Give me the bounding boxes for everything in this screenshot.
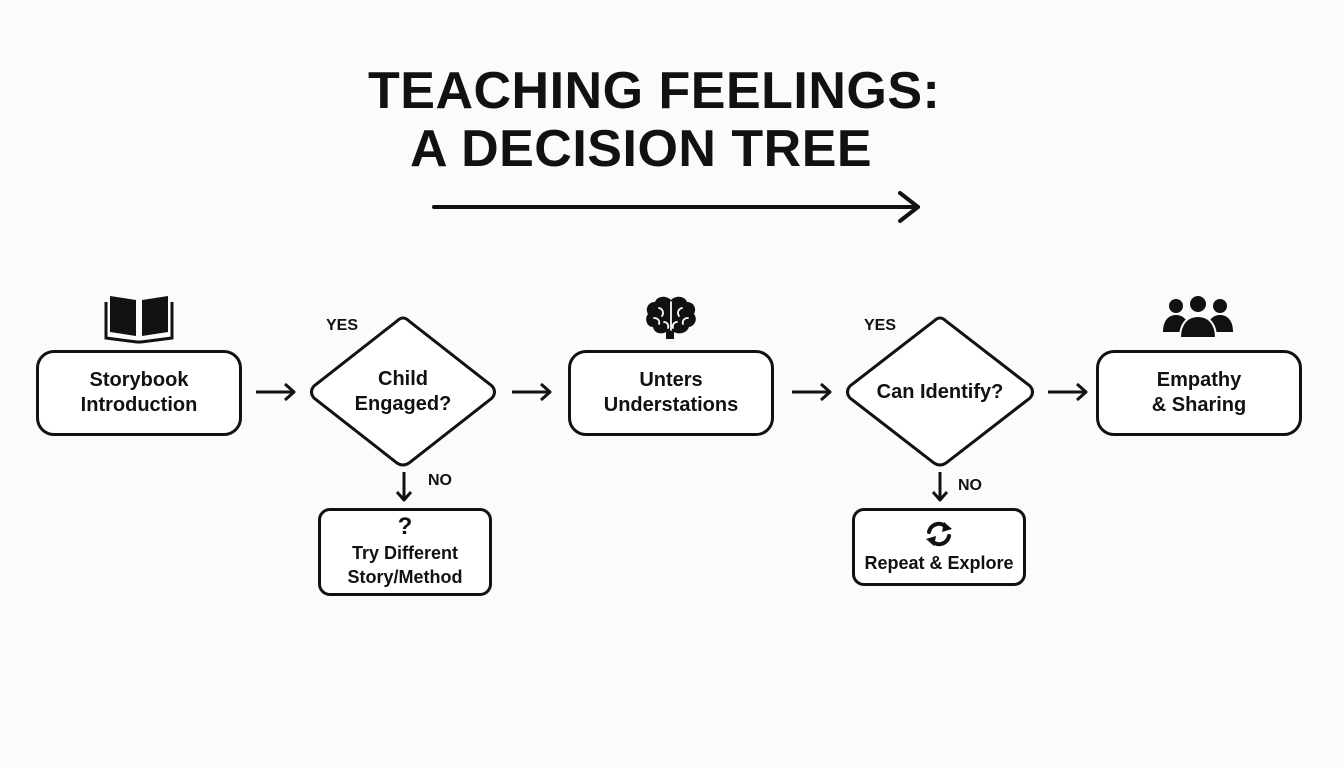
can-identify-decision: Can Identify?	[842, 314, 1038, 470]
title-line-2: A DECISION TREE	[410, 120, 873, 178]
arrow-understations-to-identify	[792, 382, 832, 402]
arrow-storybook-to-engaged	[256, 382, 296, 402]
storybook-introduction-node: Storybook Introduction	[36, 350, 242, 436]
engaged-diamond-shape	[310, 316, 496, 467]
arrow-engaged-no-down	[395, 472, 413, 502]
diagram-title: TEACHING FEELINGS: A DECISION TREE	[0, 62, 1344, 178]
empathy-label-line-1: Empathy	[1156, 369, 1242, 391]
engaged-no-label: NO	[428, 472, 452, 489]
arrow-identify-to-empathy	[1048, 382, 1088, 402]
repeat-explore-node: Repeat & Explore	[852, 508, 1026, 586]
understations-node: Unters Understations	[568, 350, 774, 436]
identify-no-label: NO	[958, 477, 982, 494]
empathy-label-line-2: & Sharing	[1151, 394, 1247, 416]
understations-label-line-2: Understations	[603, 394, 739, 416]
child-engaged-decision: Child Engaged?	[306, 314, 500, 470]
engaged-label-line-2: Engaged?	[354, 393, 452, 415]
engaged-yes-label: YES	[326, 317, 359, 334]
refresh-cycle-icon	[926, 521, 952, 547]
identify-diamond-shape	[846, 316, 1034, 467]
identify-label: Can Identify?	[876, 380, 1004, 403]
brain-icon	[646, 296, 696, 339]
storybook-label-line-2: Introduction	[80, 394, 198, 416]
understations-label-line-1: Unters	[639, 369, 703, 391]
try-different-node: ? Try Different Story/Method	[318, 508, 492, 596]
title-underline-arrow	[432, 191, 920, 223]
open-book-icon	[104, 296, 174, 344]
engaged-label-line-1: Child	[378, 368, 428, 390]
people-group-icon	[1163, 294, 1233, 338]
question-mark-icon: ?	[397, 513, 413, 540]
repeat-explore-label: Repeat & Explore	[864, 553, 1014, 573]
empathy-sharing-node: Empathy & Sharing	[1096, 350, 1302, 436]
arrow-identify-no-down	[931, 472, 949, 502]
title-line-1: TEACHING FEELINGS:	[368, 62, 941, 120]
storybook-label-line-1: Storybook	[89, 369, 189, 391]
identify-yes-label: YES	[864, 317, 897, 334]
try-different-label-line-1: Try Different	[351, 543, 459, 563]
arrow-engaged-to-understations	[512, 382, 552, 402]
try-different-label-line-2: Story/Method	[347, 567, 463, 587]
